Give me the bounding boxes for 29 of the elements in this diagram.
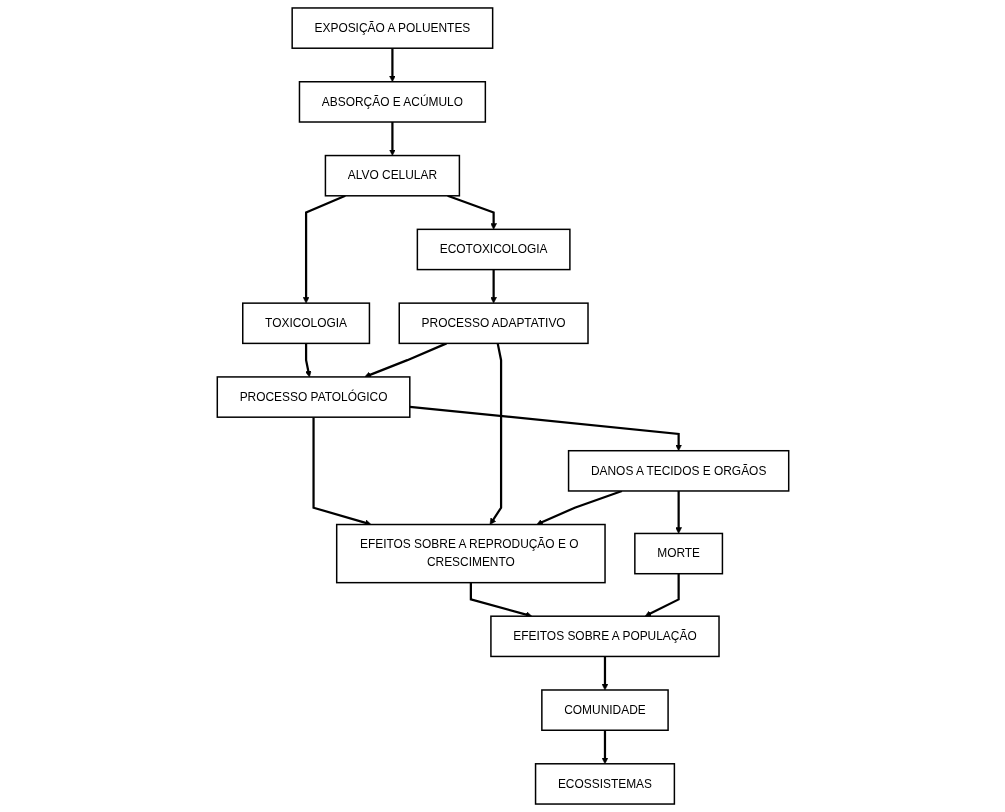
arrow (409, 405, 682, 451)
node-box: EFEITOS SOBRE A REPRODUÇÃO E O CRESCIMENTO (335, 523, 606, 584)
node-box: ECOTOXICOLOGIA (416, 228, 571, 271)
arrow (388, 122, 396, 156)
arrow (363, 342, 447, 378)
arrow (489, 343, 502, 525)
arrow (446, 194, 497, 230)
arrow (388, 48, 396, 83)
arrow (601, 730, 608, 765)
arrow (489, 269, 497, 304)
node-box: ECOSSISTEMAS (534, 763, 675, 805)
arrow (535, 489, 622, 526)
node-box: MORTE (633, 532, 723, 575)
arrow (644, 573, 680, 617)
node-box: EFEITOS SOBRE A POPULAÇÃO (489, 615, 720, 658)
arrow (304, 343, 311, 378)
node-box: COMUNIDADE (540, 689, 669, 731)
node-box: ABSORÇÃO E ACÚMULO (298, 81, 486, 123)
node-box: DANOS A TECIDOS E ORGÃOS (567, 449, 789, 492)
node-box: PROCESSO ADAPTATIVO (398, 302, 589, 345)
arrow (674, 490, 682, 534)
arrow (469, 582, 532, 618)
node-box: ALVO CELULAR (324, 154, 460, 197)
arrow (311, 417, 371, 526)
node-box: TOXICOLOGIA (241, 302, 370, 345)
arrow (302, 194, 346, 304)
arrow (601, 656, 608, 691)
node-box: PROCESSO PATOLÓGICO (216, 376, 411, 418)
node-box: EXPOSIÇÃO A POLUENTES (290, 7, 493, 49)
